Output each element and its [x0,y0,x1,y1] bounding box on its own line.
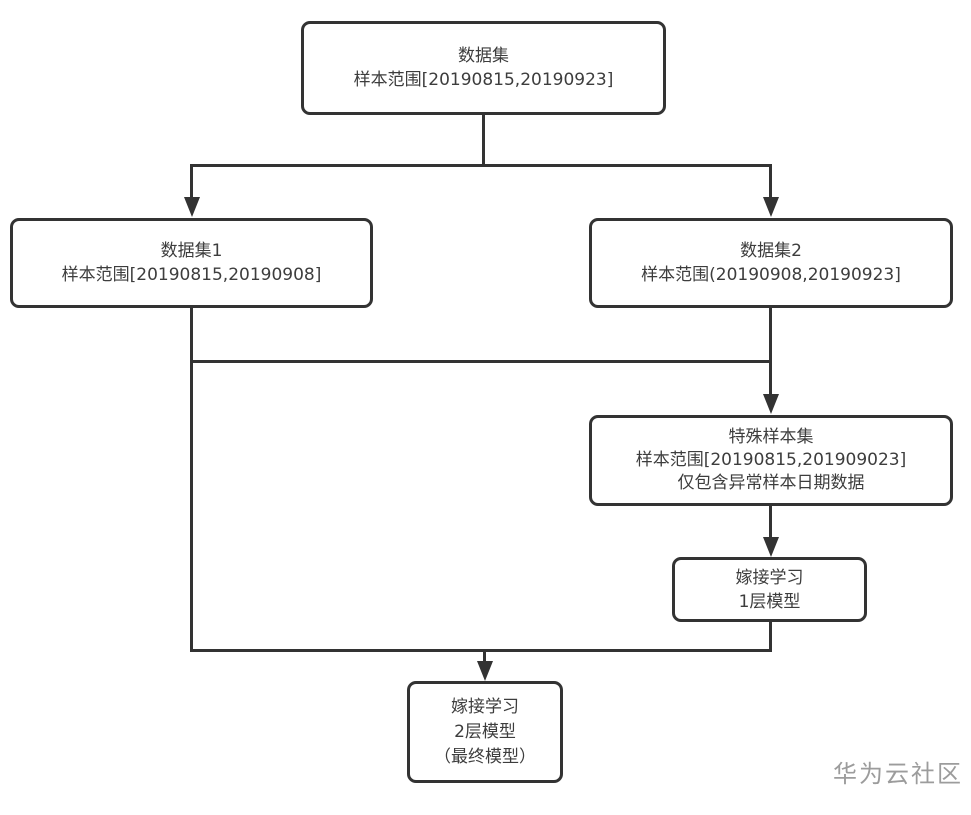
watermark-huawei-cloud-community: 华为云社区 [833,760,963,788]
connector-graft1-down [769,620,772,652]
connector-dataset1-down [190,306,193,652]
node-special-sample-set: 特殊样本集 样本范围[20190815,201909023] 仅包含异常样本日期… [589,415,953,506]
node-dataset-range: 样本范围[20190815,20190923] [353,70,614,90]
node-graft2-title: 嫁接学习 [451,696,519,717]
node-dataset2-range: 样本范围(20190908,20190923] [641,265,901,285]
node-special-title: 特殊样本集 [728,427,814,447]
arrowhead-to-dataset2 [763,197,779,217]
node-dataset1: 数据集1 样本范围[20190815,20190908] [10,218,373,308]
node-dataset-title: 数据集 [458,46,509,66]
arrowhead-to-graft1 [763,537,779,557]
node-graft-layer1: 嫁接学习 1层模型 [672,557,867,622]
node-special-range: 样本范围[20190815,201909023] [635,450,907,470]
node-dataset2: 数据集2 样本范围(20190908,20190923] [589,218,953,308]
arrowhead-to-special [763,394,779,414]
connector-merge-horizontal [190,360,772,363]
node-graft2-sub: 2层模型 [454,721,516,742]
node-graft1-title: 嫁接学习 [735,567,804,588]
connector-branch-horizontal [190,164,772,167]
connector-final-down [483,649,486,664]
node-special-note: 仅包含异常样本日期数据 [677,473,865,493]
node-graft2-note: （最终模型） [434,746,536,767]
connector-dataset2-down [769,306,772,398]
connector-branch-right [769,164,772,200]
arrowhead-to-dataset1 [184,197,200,217]
node-graft-layer2-final: 嫁接学习 2层模型 （最终模型） [407,681,563,783]
node-dataset2-title: 数据集2 [740,241,802,261]
connector-special-down [769,504,772,540]
node-dataset1-range: 样本范围[20190815,20190908] [61,265,322,285]
connector-dataset-down [482,113,485,167]
connector-branch-left [190,164,193,200]
node-dataset: 数据集 样本范围[20190815,20190923] [301,21,666,115]
node-graft1-sub: 1层模型 [738,591,801,612]
connector-bottom-horizontal [190,649,772,652]
node-dataset1-title: 数据集1 [160,241,223,261]
arrowhead-to-graft2 [477,661,493,681]
